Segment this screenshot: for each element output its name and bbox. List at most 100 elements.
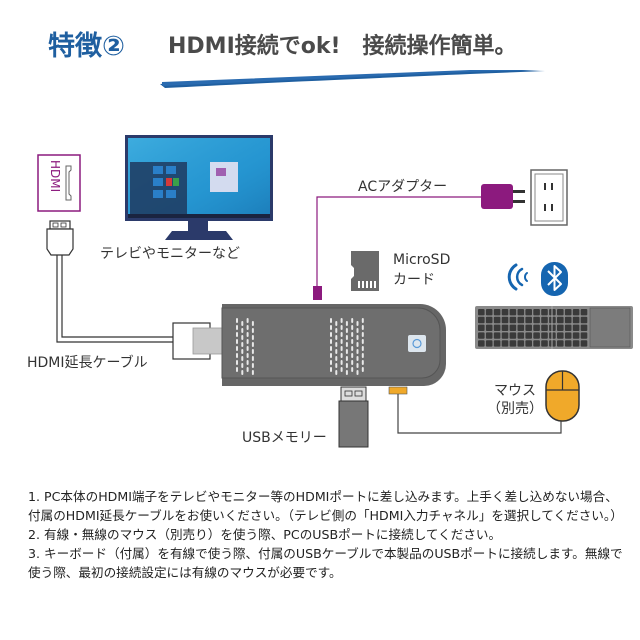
vent-slot [351,325,354,330]
keyboard-key [572,316,580,324]
vent-slot [241,335,244,340]
brush-underline [160,70,545,88]
keyboard-key [517,332,525,339]
keyboard-key [478,332,485,339]
keyboard-key [478,309,485,316]
keyboard-key [564,324,572,331]
monitor-label: テレビやモニターなど [100,246,240,262]
vent-slot [340,353,343,358]
keyboard-key [533,309,540,316]
keyboard-key [485,324,493,331]
keyboard-key [501,340,509,347]
vent-slot [246,360,249,365]
instruction-2: 2. 有線・無線のマウス（別売り）を使う際、PCのUSBポートに接続してください… [28,527,502,542]
vent-slot [335,321,338,326]
feature-number-heading: 特徴② [48,31,125,62]
vent-slot [236,318,238,323]
keyboard-key [525,309,532,316]
vent-slot [351,332,354,337]
hdmi-stick-plug [192,327,224,355]
keyboard-key [580,309,588,316]
vent-slot [246,332,249,337]
microsd-label-line1: MicroSD [393,252,451,268]
vent-slot [340,318,343,323]
microsd-label-line2: カード [393,272,435,288]
vent-slot [330,360,332,365]
vent-slot [340,339,343,344]
vent-slot [340,346,343,351]
mouse-cable [397,394,562,434]
vent-slot [356,349,359,354]
vent-slot [361,318,364,323]
hdmi-plug-icon [46,220,74,256]
keyboard-key [557,340,564,347]
keyboard-key [525,324,532,331]
hdmi-port-icon [37,154,81,212]
vent-slot [236,339,238,344]
vent-slot [361,367,364,372]
vent-slot [340,332,343,337]
vent-slot [351,318,354,323]
vent-slot [335,349,338,354]
vent-slot [330,346,332,351]
vent-slot [241,363,244,368]
keyboard-key [485,316,493,324]
usb-memory-label: USBメモリー [242,430,327,446]
usb-port [388,386,408,395]
stick-pc-icon [221,304,446,386]
vent-slot [330,332,332,337]
vent-slot [246,367,249,372]
keyboard-key [572,324,580,331]
keyboard-key [517,340,525,347]
vent-slot [340,367,343,372]
vent-slot [340,360,343,365]
vent-slot [330,367,332,372]
vent-slot [251,349,254,354]
vent-slot [241,321,244,326]
keyboard-key [509,309,517,316]
keyboard-key [525,340,532,347]
mouse-icon [545,370,580,422]
ac-power-cable [316,196,482,288]
vent-slot [345,328,348,333]
vent-slot [345,321,348,326]
vent-slot [330,353,332,358]
keyboard-key [572,309,580,316]
instruction-1: 1. PC本体のHDMI端子をテレビやモニター等のHDMIポートに差し込みます。… [28,489,623,523]
keyboard-key [493,324,501,331]
keyboard-key [533,332,540,339]
vent-slot [246,346,249,351]
keyboard-key [517,309,525,316]
keyboard-key [564,340,572,347]
vent-slot [361,339,364,344]
vent-slot [361,353,364,358]
vent-slot [246,318,249,323]
keyboard-key [533,316,540,324]
keyboard-key [501,309,509,316]
bluetooth-icon [541,262,568,296]
vent-slot [241,349,244,354]
vent-slot [251,370,254,375]
microsd-card-icon [351,251,379,291]
vent-slot [251,356,254,361]
keyboard-key [557,309,564,316]
vent-slot [356,363,359,368]
page-title: HDMI接続でok! 接続操作簡単。 [168,34,517,59]
wall-outlet-icon [530,169,568,226]
vent-slot [241,328,244,333]
vent-slot [236,332,238,337]
vent-slot [356,335,359,340]
vent-slot [351,353,354,358]
vent-slot [330,318,332,323]
vent-slot [251,321,254,326]
keyboard-key [572,332,580,339]
keyboard-key [485,332,493,339]
keyboard-key [501,332,509,339]
vent-slot [351,339,354,344]
vent-slot [236,325,238,330]
keyboard-key [541,324,548,331]
vent-slot [345,335,348,340]
keyboard-key [493,316,501,324]
keyboard-key [493,309,501,316]
keyboard-key [564,332,572,339]
